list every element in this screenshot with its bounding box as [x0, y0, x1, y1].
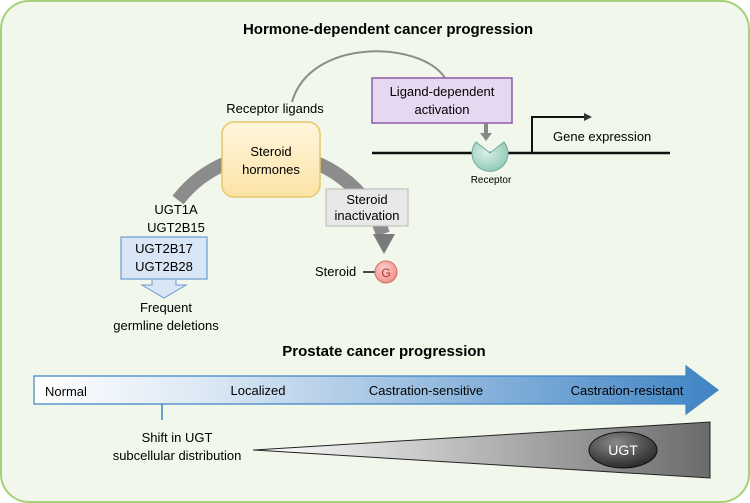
ugt-label: UGT [608, 442, 638, 458]
steroid-inactivation-box [325, 188, 409, 227]
steroid-inactivation-line2: inactivation [334, 208, 399, 223]
ligand-activation-line1: Ligand-dependent [390, 84, 495, 99]
stage-castration-resistant: Castration-resistant [571, 383, 684, 398]
glucuronide-label: G [381, 266, 390, 280]
steroid-hormones-box [221, 121, 321, 198]
shift-label-line1: Shift in UGT [142, 430, 213, 445]
receptor-ligands-label: Receptor ligands [226, 101, 324, 116]
steroid-label: Steroid [315, 264, 356, 279]
ligand-arc [291, 50, 446, 103]
bottom-title: Prostate cancer progression [282, 343, 485, 360]
ugt-ellipse [588, 431, 658, 469]
receptor-label: Receptor [471, 175, 512, 186]
ugt2b15-label: UGT2B15 [147, 220, 205, 235]
transcription-arrow [531, 113, 592, 153]
ugt2b28-label: UGT2B28 [135, 259, 193, 274]
stage-castration-sensitive: Castration-sensitive [369, 383, 483, 398]
steroid-inactivation-line1: Steroid [346, 192, 387, 207]
glucuronide-icon [374, 260, 398, 284]
deletion-down-arrow [140, 278, 188, 299]
steroid-hormones-line2: hormones [242, 162, 300, 177]
steroid-hormones-line1: Steroid [250, 144, 291, 159]
ugt2b17-label: UGT2B17 [135, 241, 193, 256]
shift-label-line2: subcellular distribution [113, 448, 242, 463]
ugt1a-label: UGT1A [154, 202, 198, 217]
ugt-deletion-box [120, 236, 208, 280]
top-title: Hormone-dependent cancer progression [243, 21, 533, 38]
ugt-expression-wedge [252, 421, 711, 479]
progression-arrow [33, 364, 719, 416]
stage-localized: Localized [231, 383, 286, 398]
inactivation-arrowhead [373, 234, 395, 254]
deletions-label-line1: Frequent [140, 300, 192, 315]
deletions-label-line2: germline deletions [113, 318, 219, 333]
receptor-icon [471, 141, 509, 172]
stage-normal: Normal [45, 384, 87, 399]
ligand-activation-box [371, 77, 513, 124]
ligand-to-receptor-arrowhead [480, 133, 492, 141]
ligand-activation-line2: activation [415, 102, 470, 117]
gene-expression-label: Gene expression [553, 129, 651, 144]
